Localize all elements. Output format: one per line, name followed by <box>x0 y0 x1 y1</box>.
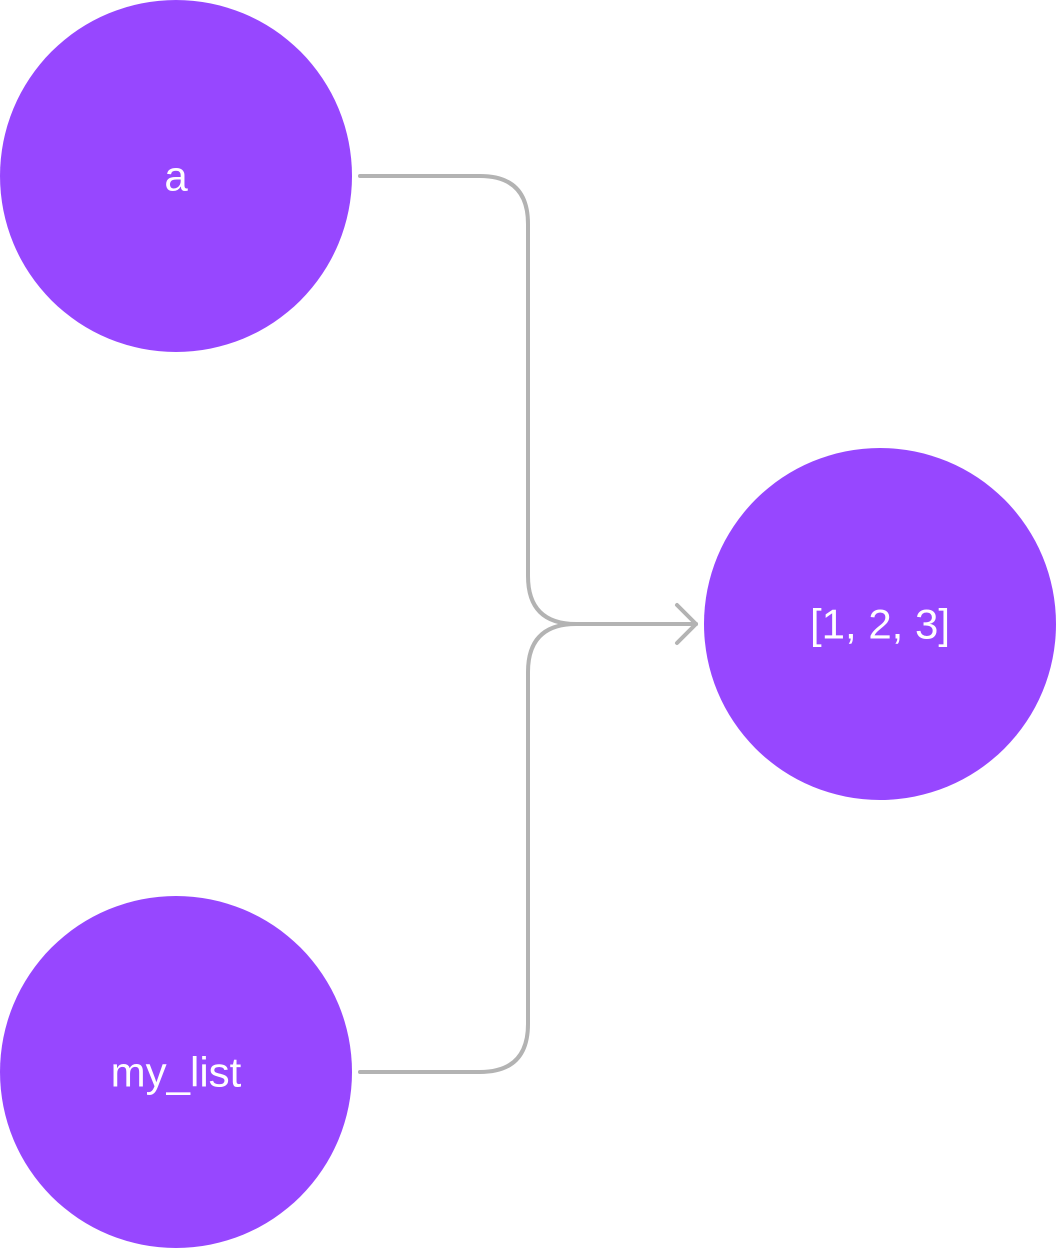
edge-a-to-list <box>358 174 698 626</box>
node-my-list-label: my_list <box>111 1049 242 1096</box>
connectors <box>358 174 698 1074</box>
node-my-list[interactable]: my_list <box>0 896 352 1248</box>
node-list-value[interactable]: [1, 2, 3] <box>704 448 1056 800</box>
node-a-circle <box>0 0 352 352</box>
node-list-value-label: [1, 2, 3] <box>810 601 950 648</box>
node-a[interactable]: a <box>0 0 352 352</box>
node-a-label: a <box>164 153 188 200</box>
edge-my-list-to-list <box>358 622 698 1074</box>
arrowhead-icon <box>675 603 698 645</box>
node-list-value-circle <box>704 448 1056 800</box>
node-my-list-circle <box>0 896 352 1248</box>
